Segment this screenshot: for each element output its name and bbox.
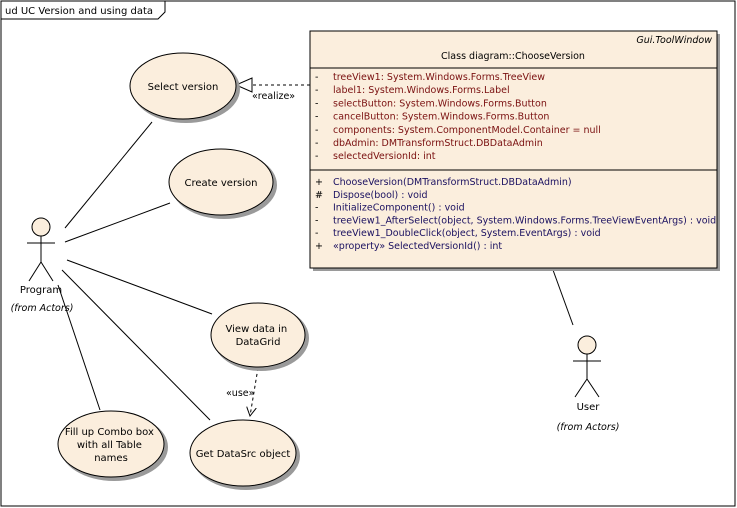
use-label: «use» xyxy=(226,388,255,399)
visibility-marker: # xyxy=(315,190,323,201)
visibility-marker: - xyxy=(315,215,318,226)
actor-from: (from Actors) xyxy=(11,303,74,314)
visibility-marker: - xyxy=(315,138,318,149)
visibility-marker: - xyxy=(315,228,318,239)
class-choose-version: Gui.ToolWindow Class diagram::ChooseVers… xyxy=(309,30,720,271)
attribute-row: - selectButton: System.Windows.Forms.Butt… xyxy=(315,98,547,109)
actor-name: Program xyxy=(20,285,62,296)
stick-figure-icon xyxy=(27,217,55,282)
use-case-create-version: Create version xyxy=(168,148,277,219)
operation-text: ChooseVersion(DMTransformStruct.DBDataAd… xyxy=(333,177,572,188)
attribute-list: - treeView1: System.Windows.Forms.TreeVie… xyxy=(315,72,601,162)
visibility-marker: - xyxy=(315,125,318,136)
use-case-view-data: View data in DataGrid xyxy=(210,302,309,371)
use-case-fill-combo: Fill up Combo box with all Table names xyxy=(57,410,168,481)
assoc-program-view-data xyxy=(66,259,213,315)
assoc-user-class xyxy=(552,269,574,326)
assoc-program-select-version xyxy=(64,121,153,229)
attribute-text: selectButton: System.Windows.Forms.Butto… xyxy=(333,98,547,109)
operation-text: treeView1_AfterSelect(object, System.Win… xyxy=(333,215,716,226)
actor-name: User xyxy=(577,402,601,413)
operation-text: treeView1_DoubleClick(object, System.Eve… xyxy=(333,228,601,239)
operation-text: «property» SelectedVersionId() : int xyxy=(333,241,502,252)
operation-row: - InitializeComponent() : void xyxy=(315,203,465,214)
use-dependency: «use» xyxy=(226,367,259,416)
visibility-marker: + xyxy=(315,241,323,252)
assoc-program-fill-combo xyxy=(57,284,101,411)
attribute-text: label1: System.Windows.Forms.Label xyxy=(333,85,510,96)
actor-user: User (from Actors) xyxy=(557,335,620,433)
visibility-marker: - xyxy=(315,72,318,83)
class-name: Class diagram::ChooseVersion xyxy=(441,51,585,62)
attribute-text: cancelButton: System.Windows.Forms.Butto… xyxy=(333,112,549,123)
use-case-get-datasrc: Get DataSrc object xyxy=(189,419,300,490)
attribute-text: components: System.ComponentModel.Contai… xyxy=(333,125,601,136)
visibility-marker: - xyxy=(315,85,318,96)
attribute-row: - label1: System.Windows.Forms.Label xyxy=(315,85,510,96)
attribute-row: - cancelButton: System.Windows.Forms.Butt… xyxy=(315,112,549,123)
class-stereotype: Gui.ToolWindow xyxy=(636,35,712,46)
visibility-marker: + xyxy=(315,177,323,188)
visibility-marker: - xyxy=(315,151,318,162)
visibility-marker: - xyxy=(315,98,318,109)
operation-row: + «property» SelectedVersionId() : int xyxy=(315,241,502,252)
use-case-label: Create version xyxy=(184,178,257,189)
realize-dependency: «realize» xyxy=(234,77,310,102)
associations xyxy=(57,121,574,421)
operation-row: # Dispose(bool) : void xyxy=(315,190,428,201)
operation-text: Dispose(bool) : void xyxy=(333,190,428,201)
attribute-text: dbAdmin: DMTransformStruct.DBDataAdmin xyxy=(333,138,543,149)
operation-row: + ChooseVersion(DMTransformStruct.DBDataA… xyxy=(315,177,572,188)
attribute-row: - dbAdmin: DMTransformStruct.DBDataAdmin xyxy=(315,138,543,149)
visibility-marker: - xyxy=(315,112,318,123)
attribute-row: - components: System.ComponentModel.Conta… xyxy=(315,125,601,136)
actor-program: Program (from Actors) xyxy=(11,217,74,314)
operation-row: - treeView1_AfterSelect(object, System.Wi… xyxy=(315,215,716,226)
assoc-program-get-datasrc xyxy=(61,269,211,421)
operation-row: - treeView1_DoubleClick(object, System.Ev… xyxy=(315,228,601,239)
visibility-marker: - xyxy=(315,203,318,214)
actor-from: (from Actors) xyxy=(557,422,620,433)
realize-label: «realize» xyxy=(252,91,295,102)
assoc-program-create-version xyxy=(64,202,171,243)
use-case-label: View data in DataGrid xyxy=(226,324,291,348)
stick-figure-icon xyxy=(573,335,601,398)
operation-list: + ChooseVersion(DMTransformStruct.DBDataA… xyxy=(315,177,716,252)
frame-title: ud UC Version and using data xyxy=(5,6,153,17)
attribute-text: treeView1: System.Windows.Forms.TreeView xyxy=(333,72,545,83)
use-case-label: Fill up Combo box with all Table names xyxy=(65,427,157,464)
attribute-row: - selectedVersionId: int xyxy=(315,151,436,162)
attribute-text: selectedVersionId: int xyxy=(333,151,436,162)
operation-text: InitializeComponent() : void xyxy=(333,203,465,214)
use-case-label: Select version xyxy=(148,82,219,93)
use-case-label: Get DataSrc object xyxy=(196,449,291,460)
attribute-row: - treeView1: System.Windows.Forms.TreeVie… xyxy=(315,72,545,83)
use-case-select-version: Select version xyxy=(129,52,240,123)
